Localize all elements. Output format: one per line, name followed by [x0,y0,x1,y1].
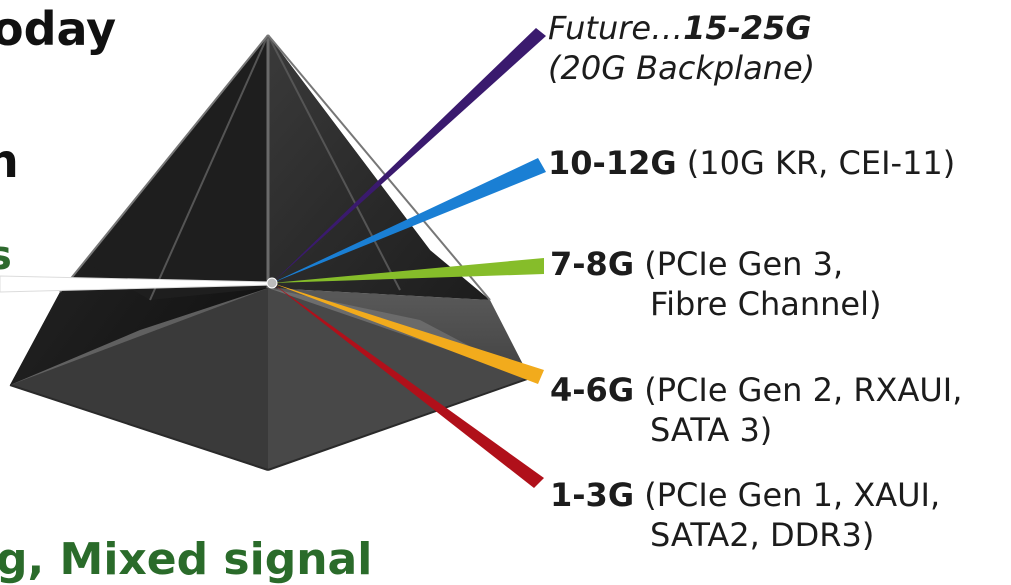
label-10-12g-band: 10-12G (10G KR, CEI-11) [548,143,955,183]
detail-7-8g: (PCIe Gen 3, [644,245,844,283]
pyramid-prism-diagram [0,28,546,488]
beam-10-12g [272,158,546,283]
dispersion-point [266,277,278,289]
future-detail: (20G Backplane) [548,49,816,87]
pyramid-body [9,34,531,471]
detail-1-3g: (PCIe Gen 1, XAUI, [644,476,941,514]
detail-7-8g-line2: Fibre Channel) [650,285,882,323]
detail-4-6g-line2: SATA 3) [650,411,773,449]
label-1-3g-band: 1-3G (PCIe Gen 1, XAUI, SATA2, DDR3) [550,475,940,555]
beam-future [272,28,546,283]
beam-1-3g [272,283,544,488]
label-future-band: Future…15-25G (20G Backplane) [548,8,815,88]
detail-10-12g: (10G KR, CEI-11) [686,144,956,182]
future-prefix: Future… [548,9,684,47]
truncated-title-fragment: oday [0,2,117,56]
beam-4-6g [272,283,544,384]
rate-4-6g: 4-6G [550,371,635,409]
rate-7-8g: 7-8G [550,245,635,283]
future-rate: 15-25G [683,9,812,47]
label-7-8g-band: 7-8G (PCIe Gen 3, Fibre Channel) [550,244,881,324]
label-4-6g-band: 4-6G (PCIe Gen 2, RXAUI, SATA 3) [550,370,962,450]
beam-7-8g [272,258,544,283]
rate-1-3g: 1-3G [550,476,635,514]
detail-1-3g-line2: SATA2, DDR3) [650,516,875,554]
truncated-text-fragment-s: s [0,236,12,276]
truncated-text-fragment-n: n [0,134,19,188]
detail-4-6g: (PCIe Gen 2, RXAUI, [644,371,963,409]
rate-10-12g: 10-12G [548,144,677,182]
